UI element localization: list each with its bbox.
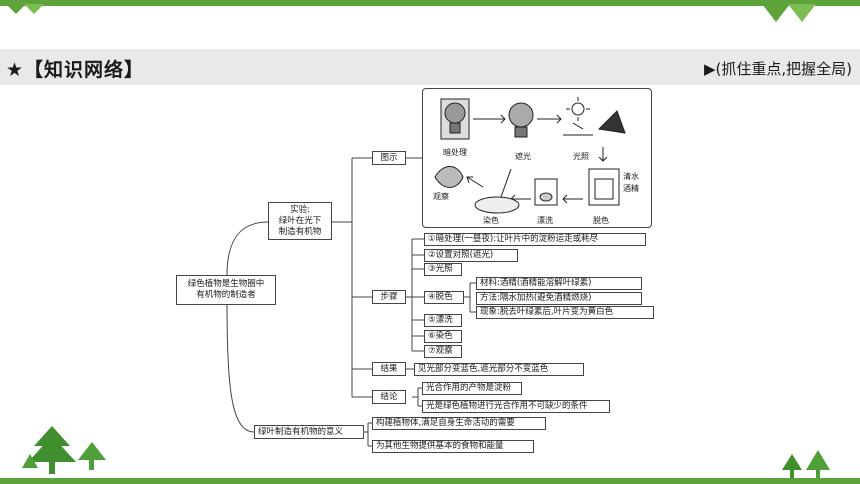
label-dark-treatment: 暗处理: [443, 148, 467, 157]
branch-result: 结果: [372, 362, 406, 376]
top-leaf-decoration-left: [6, 4, 44, 14]
significance-node: 绿叶制造有机物的意义: [254, 425, 364, 439]
label-alcohol: 酒精: [623, 184, 639, 193]
experiment-line-2: 绿叶在光下: [278, 215, 322, 226]
label-rinse: 漂洗: [537, 216, 553, 225]
step-1: ①暗处理(一昼夜):让叶片中的淀粉运走或耗尽: [424, 233, 646, 246]
conclusion-1: 光合作用的产物是淀粉: [422, 382, 522, 395]
root-line-2: 有机物的制造者: [196, 290, 256, 300]
significance-item-2: 为其他生物提供基本的食物和能量: [372, 440, 534, 453]
section-title: ★【知识网络】: [6, 59, 145, 81]
experiment-line-1: 实验:: [290, 204, 310, 215]
step-4-material: 材料:酒精(酒精能溶解叶绿素): [476, 277, 642, 290]
label-stain: 染色: [483, 216, 499, 225]
top-leaf-decoration-right: [762, 4, 816, 22]
branch-conclusion: 结论: [372, 390, 406, 404]
tree-decoration-left: [22, 426, 106, 474]
step-4: ④脱色: [424, 291, 464, 304]
illustration-drawing: [434, 97, 626, 214]
experiment-line-3: 制造有机物: [278, 226, 322, 237]
step-4-phenomenon: 现象:脱去叶绿素后,叶片变为黄白色: [476, 306, 654, 319]
root-node: 绿色植物是生物圈中 有机物的制造者: [176, 275, 276, 305]
section-subtitle: ▶(抓住重点,把握全局): [703, 60, 852, 78]
label-light: 光照: [573, 152, 589, 161]
label-water: 清水: [623, 172, 639, 181]
step-2: ②设置对照(遮光): [424, 249, 518, 262]
step-6: ⑥染色: [424, 330, 462, 343]
step-5: ⑤漂洗: [424, 314, 462, 327]
top-accent-bar: [0, 0, 860, 6]
root-line-1: 绿色植物是生物圈中: [187, 279, 265, 289]
result-text: 见光部分变蓝色,遮光部分不变蓝色: [414, 363, 584, 376]
label-decolorize: 脱色: [593, 216, 609, 225]
step-7: ⑦观察: [424, 345, 462, 358]
section-header-bar: [0, 49, 860, 85]
significance-item-1: 构建植物体,满足自身生命活动的需要: [372, 417, 546, 430]
step-3: ③光照: [424, 263, 462, 276]
bottom-accent-bar: [0, 478, 860, 484]
step-4-method: 方法:隔水加热(避免酒精燃烧): [476, 292, 642, 305]
label-shading: 遮光: [515, 152, 531, 161]
branch-diagram: 图示: [372, 151, 406, 165]
branch-steps: 步骤: [372, 290, 406, 304]
conclusion-2: 光是绿色植物进行光合作用不可缺少的条件: [422, 400, 610, 413]
tree-decoration-right: [782, 450, 830, 478]
label-observe: 观察: [433, 192, 449, 201]
experiment-illustration: 暗处理 遮光 光照 清水 酒精 观察 染色 漂洗 脱色: [422, 88, 652, 228]
experiment-node: 实验: 绿叶在光下 制造有机物: [268, 202, 332, 240]
